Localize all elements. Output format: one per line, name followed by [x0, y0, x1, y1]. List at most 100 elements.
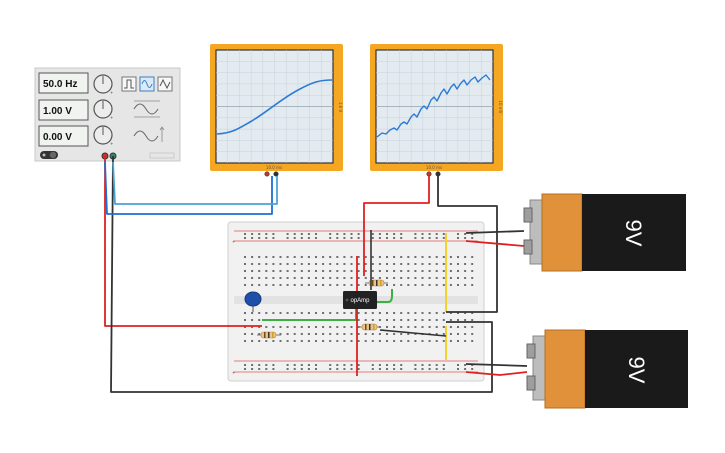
breadboard-hole[interactable] [428, 263, 431, 265]
breadboard-hole[interactable] [449, 256, 452, 258]
breadboard-hole[interactable] [350, 326, 353, 328]
breadboard-hole[interactable] [307, 326, 310, 328]
breadboard-hole[interactable] [421, 319, 424, 321]
breadboard-hole[interactable] [307, 237, 310, 239]
opamp-chip[interactable]: opAmp [343, 291, 377, 309]
breadboard-hole[interactable] [364, 312, 367, 314]
frequency-knob[interactable]: + [93, 74, 113, 95]
breadboard-hole[interactable] [421, 270, 424, 272]
amplitude-knob[interactable]: + [93, 99, 113, 120]
breadboard-hole[interactable] [400, 368, 403, 370]
breadboard-hole[interactable] [350, 270, 353, 272]
breadboard-hole[interactable] [322, 326, 325, 328]
breadboard-hole[interactable] [435, 364, 438, 366]
breadboard-hole[interactable] [251, 319, 254, 321]
breadboard-hole[interactable] [386, 233, 388, 235]
breadboard-hole[interactable] [307, 312, 310, 314]
breadboard-hole[interactable] [400, 277, 403, 279]
breadboard-hole[interactable] [279, 270, 282, 272]
breadboard-hole[interactable] [293, 256, 296, 258]
breadboard-hole[interactable] [279, 256, 282, 258]
breadboard-hole[interactable] [464, 277, 467, 279]
breadboard-hole[interactable] [449, 270, 452, 272]
breadboard-hole[interactable] [244, 368, 246, 370]
breadboard-hole[interactable] [393, 233, 396, 235]
breadboard-hole[interactable] [300, 340, 303, 342]
breadboard-hole[interactable] [457, 277, 459, 279]
breadboard-hole[interactable] [322, 333, 325, 335]
breadboard-hole[interactable] [293, 270, 296, 272]
breadboard-hole[interactable] [386, 263, 388, 265]
breadboard-hole[interactable] [471, 270, 474, 272]
breadboard-hole[interactable] [414, 312, 417, 314]
breadboard-hole[interactable] [449, 263, 452, 265]
breadboard-hole[interactable] [442, 270, 445, 272]
breadboard-hole[interactable] [336, 333, 339, 335]
breadboard-hole[interactable] [343, 340, 346, 342]
breadboard-hole[interactable] [265, 263, 268, 265]
breadboard-hole[interactable] [329, 326, 332, 328]
breadboard-hole[interactable] [471, 256, 474, 258]
breadboard-hole[interactable] [386, 284, 388, 286]
breadboard-hole[interactable] [421, 368, 424, 370]
breadboard-hole[interactable] [343, 333, 346, 335]
breadboard-hole[interactable] [336, 277, 339, 279]
breadboard-hole[interactable] [471, 368, 474, 370]
breadboard-hole[interactable] [329, 237, 332, 239]
breadboard-hole[interactable] [265, 340, 268, 342]
breadboard-hole[interactable] [457, 263, 459, 265]
breadboard-hole[interactable] [329, 364, 332, 366]
breadboard-hole[interactable] [471, 333, 474, 335]
breadboard-hole[interactable] [343, 270, 346, 272]
breadboard-hole[interactable] [421, 277, 424, 279]
breadboard-hole[interactable] [357, 233, 360, 235]
breadboard-hole[interactable] [329, 368, 332, 370]
breadboard-hole[interactable] [414, 284, 417, 286]
breadboard-hole[interactable] [442, 368, 445, 370]
breadboard-hole[interactable] [272, 263, 275, 265]
breadboard-hole[interactable] [272, 284, 275, 286]
breadboard-hole[interactable] [329, 312, 332, 314]
breadboard-hole[interactable] [315, 284, 317, 286]
breadboard-hole[interactable] [435, 319, 438, 321]
breadboard-hole[interactable] [343, 233, 346, 235]
breadboard-hole[interactable] [272, 326, 275, 328]
breadboard-hole[interactable] [464, 326, 467, 328]
breadboard-hole[interactable] [244, 256, 246, 258]
breadboard-hole[interactable] [400, 237, 403, 239]
breadboard-hole[interactable] [414, 368, 417, 370]
breadboard-hole[interactable] [400, 270, 403, 272]
breadboard-hole[interactable] [457, 233, 459, 235]
breadboard-hole[interactable] [244, 364, 246, 366]
breadboard-hole[interactable] [265, 233, 268, 235]
breadboard-hole[interactable] [244, 270, 246, 272]
breadboard-hole[interactable] [371, 256, 374, 258]
breadboard-hole[interactable] [407, 270, 410, 272]
breadboard-hole[interactable] [350, 277, 353, 279]
breadboard-hole[interactable] [251, 277, 254, 279]
breadboard-hole[interactable] [307, 368, 310, 370]
breadboard-hole[interactable] [442, 233, 445, 235]
breadboard-hole[interactable] [457, 319, 459, 321]
breadboard-hole[interactable] [244, 237, 246, 239]
breadboard-hole[interactable] [414, 256, 417, 258]
breadboard-hole[interactable] [400, 233, 403, 235]
breadboard-hole[interactable] [393, 237, 396, 239]
breadboard-hole[interactable] [357, 270, 360, 272]
breadboard-hole[interactable] [293, 368, 296, 370]
external-wires[interactable] [104, 155, 528, 393]
breadboard-hole[interactable] [464, 233, 467, 235]
breadboard-hole[interactable] [258, 233, 261, 235]
breadboard-hole[interactable] [336, 237, 339, 239]
breadboard-hole[interactable] [286, 277, 289, 279]
breadboard-hole[interactable] [329, 263, 332, 265]
breadboard-hole[interactable] [364, 333, 367, 335]
breadboard-hole[interactable] [272, 364, 275, 366]
capacitor[interactable] [244, 291, 262, 312]
breadboard-hole[interactable] [414, 326, 417, 328]
breadboard-hole[interactable] [414, 233, 417, 235]
breadboard-hole[interactable] [329, 233, 332, 235]
breadboard-hole[interactable] [293, 277, 296, 279]
breadboard-hole[interactable] [407, 340, 410, 342]
breadboard-hole[interactable] [286, 237, 289, 239]
